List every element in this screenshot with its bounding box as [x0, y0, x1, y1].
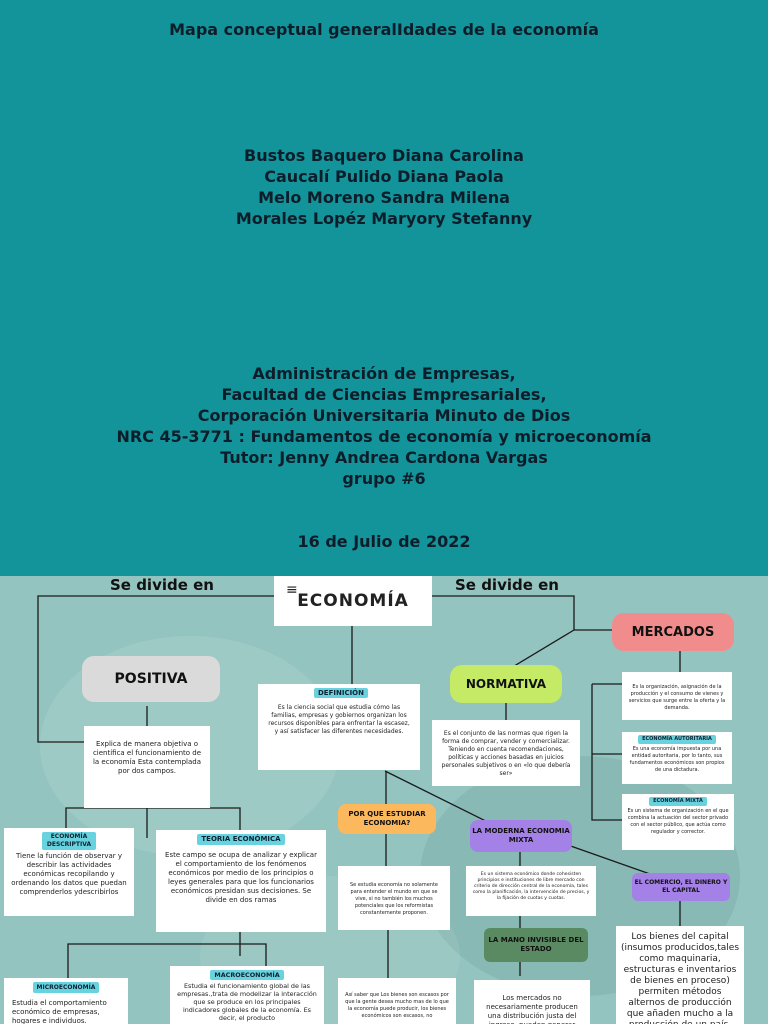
economia-autoritaria-box: ECONOMÍA AUTORITARIA Es una economía imp…	[622, 732, 732, 784]
connector	[37, 595, 275, 743]
cover-section: Mapa conceptual generalIdades de la econ…	[0, 0, 768, 576]
microeconomia-box: MICROECONOMÍA Estudia el comportamiento …	[4, 978, 128, 1024]
mano-text-box: Los mercados no necesariamente producen …	[474, 980, 590, 1024]
connector	[591, 684, 622, 821]
connector	[147, 807, 241, 830]
author-line: Bustos Baquero Diana Carolina	[244, 146, 524, 165]
economia-mixta-box: ECONOMÍA MIXTA Es un sistema de organiza…	[622, 794, 734, 850]
normativa-node: NORMATIVA	[450, 665, 562, 703]
connector	[385, 771, 388, 807]
institution-line: grupo #6	[342, 469, 426, 488]
autoritaria-tag: ECONOMÍA AUTORITARIA	[638, 735, 716, 744]
author-line: Melo Moreno Sandra Milena	[258, 188, 510, 207]
micro-tag: MICROECONOMÍA	[32, 982, 100, 993]
moderna-text: Es un sistema económico donde cohesisten…	[472, 872, 590, 901]
teoria-tag: TEORIA ECONÓMICA	[197, 834, 285, 845]
mercados-node: MERCADOS	[612, 613, 734, 651]
definicion-tag: DEFINICIÓN	[314, 688, 368, 698]
definicion-text: Es la ciencia social que estudia cómo la…	[268, 704, 410, 735]
mixta-tag: ECONOMÍA MIXTA	[649, 797, 707, 806]
micro-text: Estudia el comportamiento económico de e…	[12, 999, 107, 1024]
descriptiva-tag: ECONOMÍA DESCRIPTIVA	[42, 832, 96, 850]
teoria-economica-box: TEORIA ECONÓMICA Este campo se ocupa de …	[156, 830, 326, 932]
institution-line: Corporación Universitaria Minuto de Dios	[197, 406, 571, 425]
por-que-text: Se estudia economía no solamente para en…	[350, 882, 438, 916]
asi-saber-box: Así saber que Los bienes son escasos por…	[338, 978, 456, 1024]
comercio-text: Los bienes del capital (insumos producid…	[620, 932, 740, 1024]
economia-descriptiva-box: ECONOMÍA DESCRIPTIVA Tiene la función de…	[4, 828, 134, 916]
normativa-text: Es el conjunto de las normas que rigen l…	[441, 730, 571, 777]
descriptiva-text: Tiene la función de observar y describir…	[11, 852, 127, 896]
definicion-box: DEFINICIÓN Es la ciencia social que estu…	[258, 684, 420, 770]
concept-map: Se divide en Se divide en ≡ ECONOMÍA MER…	[0, 576, 768, 1024]
economia-label: ECONOMÍA	[297, 591, 409, 611]
economia-node: ≡ ECONOMÍA	[274, 576, 432, 626]
cover-date: 16 de Julio de 2022	[297, 532, 471, 551]
cover-title: Mapa conceptual generalIdades de la econ…	[169, 20, 599, 39]
comercio-text-box: Los bienes del capital (insumos producid…	[616, 926, 744, 1024]
economia-sketch-mark: ≡	[286, 582, 299, 598]
author-line: Morales Lopéz Maryory Stefanny	[235, 209, 533, 228]
comercio-dinero-capital-node: EL COMERCIO, EL DINERO Y EL CAPITAL	[632, 873, 730, 901]
se-divide-right-label: Se divide en	[455, 576, 559, 594]
connector	[65, 807, 147, 830]
se-divide-left-label: Se divide en	[110, 576, 214, 594]
institution-line: NRC 45-3771 : Fundamentos de economía y …	[116, 427, 652, 446]
mixta-text: Es un sistema de organización en el que …	[627, 808, 729, 835]
connector	[240, 943, 267, 969]
macro-tag: MACROECONOMÍA	[210, 970, 284, 980]
mano-text: Los mercados no necesariamente producen …	[486, 994, 578, 1024]
connector	[432, 595, 613, 631]
por-que-text-box: Se estudia economía no solamente para en…	[338, 866, 450, 930]
institution-line: Tutor: Jenny Andrea Cardona Vargas	[220, 448, 548, 467]
connector	[505, 629, 575, 672]
teoria-text: Este campo se ocupa de analizar y explic…	[165, 851, 317, 904]
asi-saber-text: Así saber que Los bienes son escasos por…	[345, 992, 449, 1019]
positiva-text-box: Explica de manera objetiva o científica …	[84, 726, 210, 808]
positiva-text: Explica de manera objetiva o científica …	[92, 740, 202, 775]
author-line: Caucalí Pulido Diana Paola	[264, 167, 504, 186]
autoritaria-text: Es una economía impuesta por una entidad…	[629, 746, 725, 773]
mano-invisible-node: LA MANO INVISIBLE DEL ESTADO	[484, 928, 588, 962]
institution-line: Facultad de Ciencias Empresariales,	[221, 385, 547, 404]
por-que-estudiar-node: POR QUE ESTUDIAR ECONOMIA?	[338, 804, 436, 834]
moderna-text-box: Es un sistema económico donde cohesisten…	[466, 866, 596, 916]
positiva-node: POSITIVA	[82, 656, 220, 702]
institution-line: Administración de Empresas,	[252, 364, 516, 383]
connector	[67, 943, 240, 981]
normativa-text-box: Es el conjunto de las normas que rigen l…	[432, 720, 580, 786]
moderna-economia-mixta-node: LA MODERNA ECONOMIA MIXTA	[470, 820, 572, 852]
macro-text: Estudia el funcionamiento global de las …	[177, 982, 317, 1022]
mercados-text: Es la organización, asignación de la pro…	[628, 684, 726, 711]
mercados-text-box: Es la organización, asignación de la pro…	[622, 672, 732, 720]
macroeconomia-box: MACROECONOMÍA Estudia el funcionamiento …	[170, 966, 324, 1024]
